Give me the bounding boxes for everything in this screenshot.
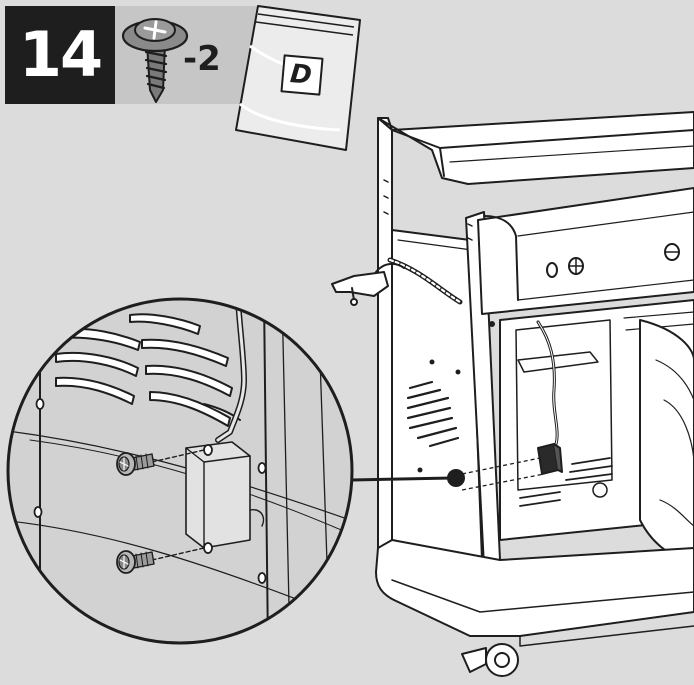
step-number: 14 [18, 18, 103, 91]
leader-lines [461, 457, 545, 491]
grill-cart [331, 111, 694, 677]
caster-wheels [461, 643, 519, 677]
screw-quantity: -2 [183, 39, 221, 79]
step-number-box: 14 [5, 6, 115, 104]
detail-magnifier [6, 297, 354, 645]
igniter-module-on-cart [537, 443, 563, 475]
side-panel-vents [406, 380, 460, 448]
screw-icon [121, 18, 189, 103]
detail-screw-bottom [116, 550, 155, 574]
detail-screw-top [116, 452, 155, 476]
callout-connector [351, 476, 453, 482]
callout-dot [447, 469, 465, 487]
hardware-bag-label: D [288, 59, 314, 91]
igniter-module-detail [185, 441, 265, 549]
hardware-bag-icon [235, 5, 361, 151]
control-knobs [546, 243, 680, 278]
